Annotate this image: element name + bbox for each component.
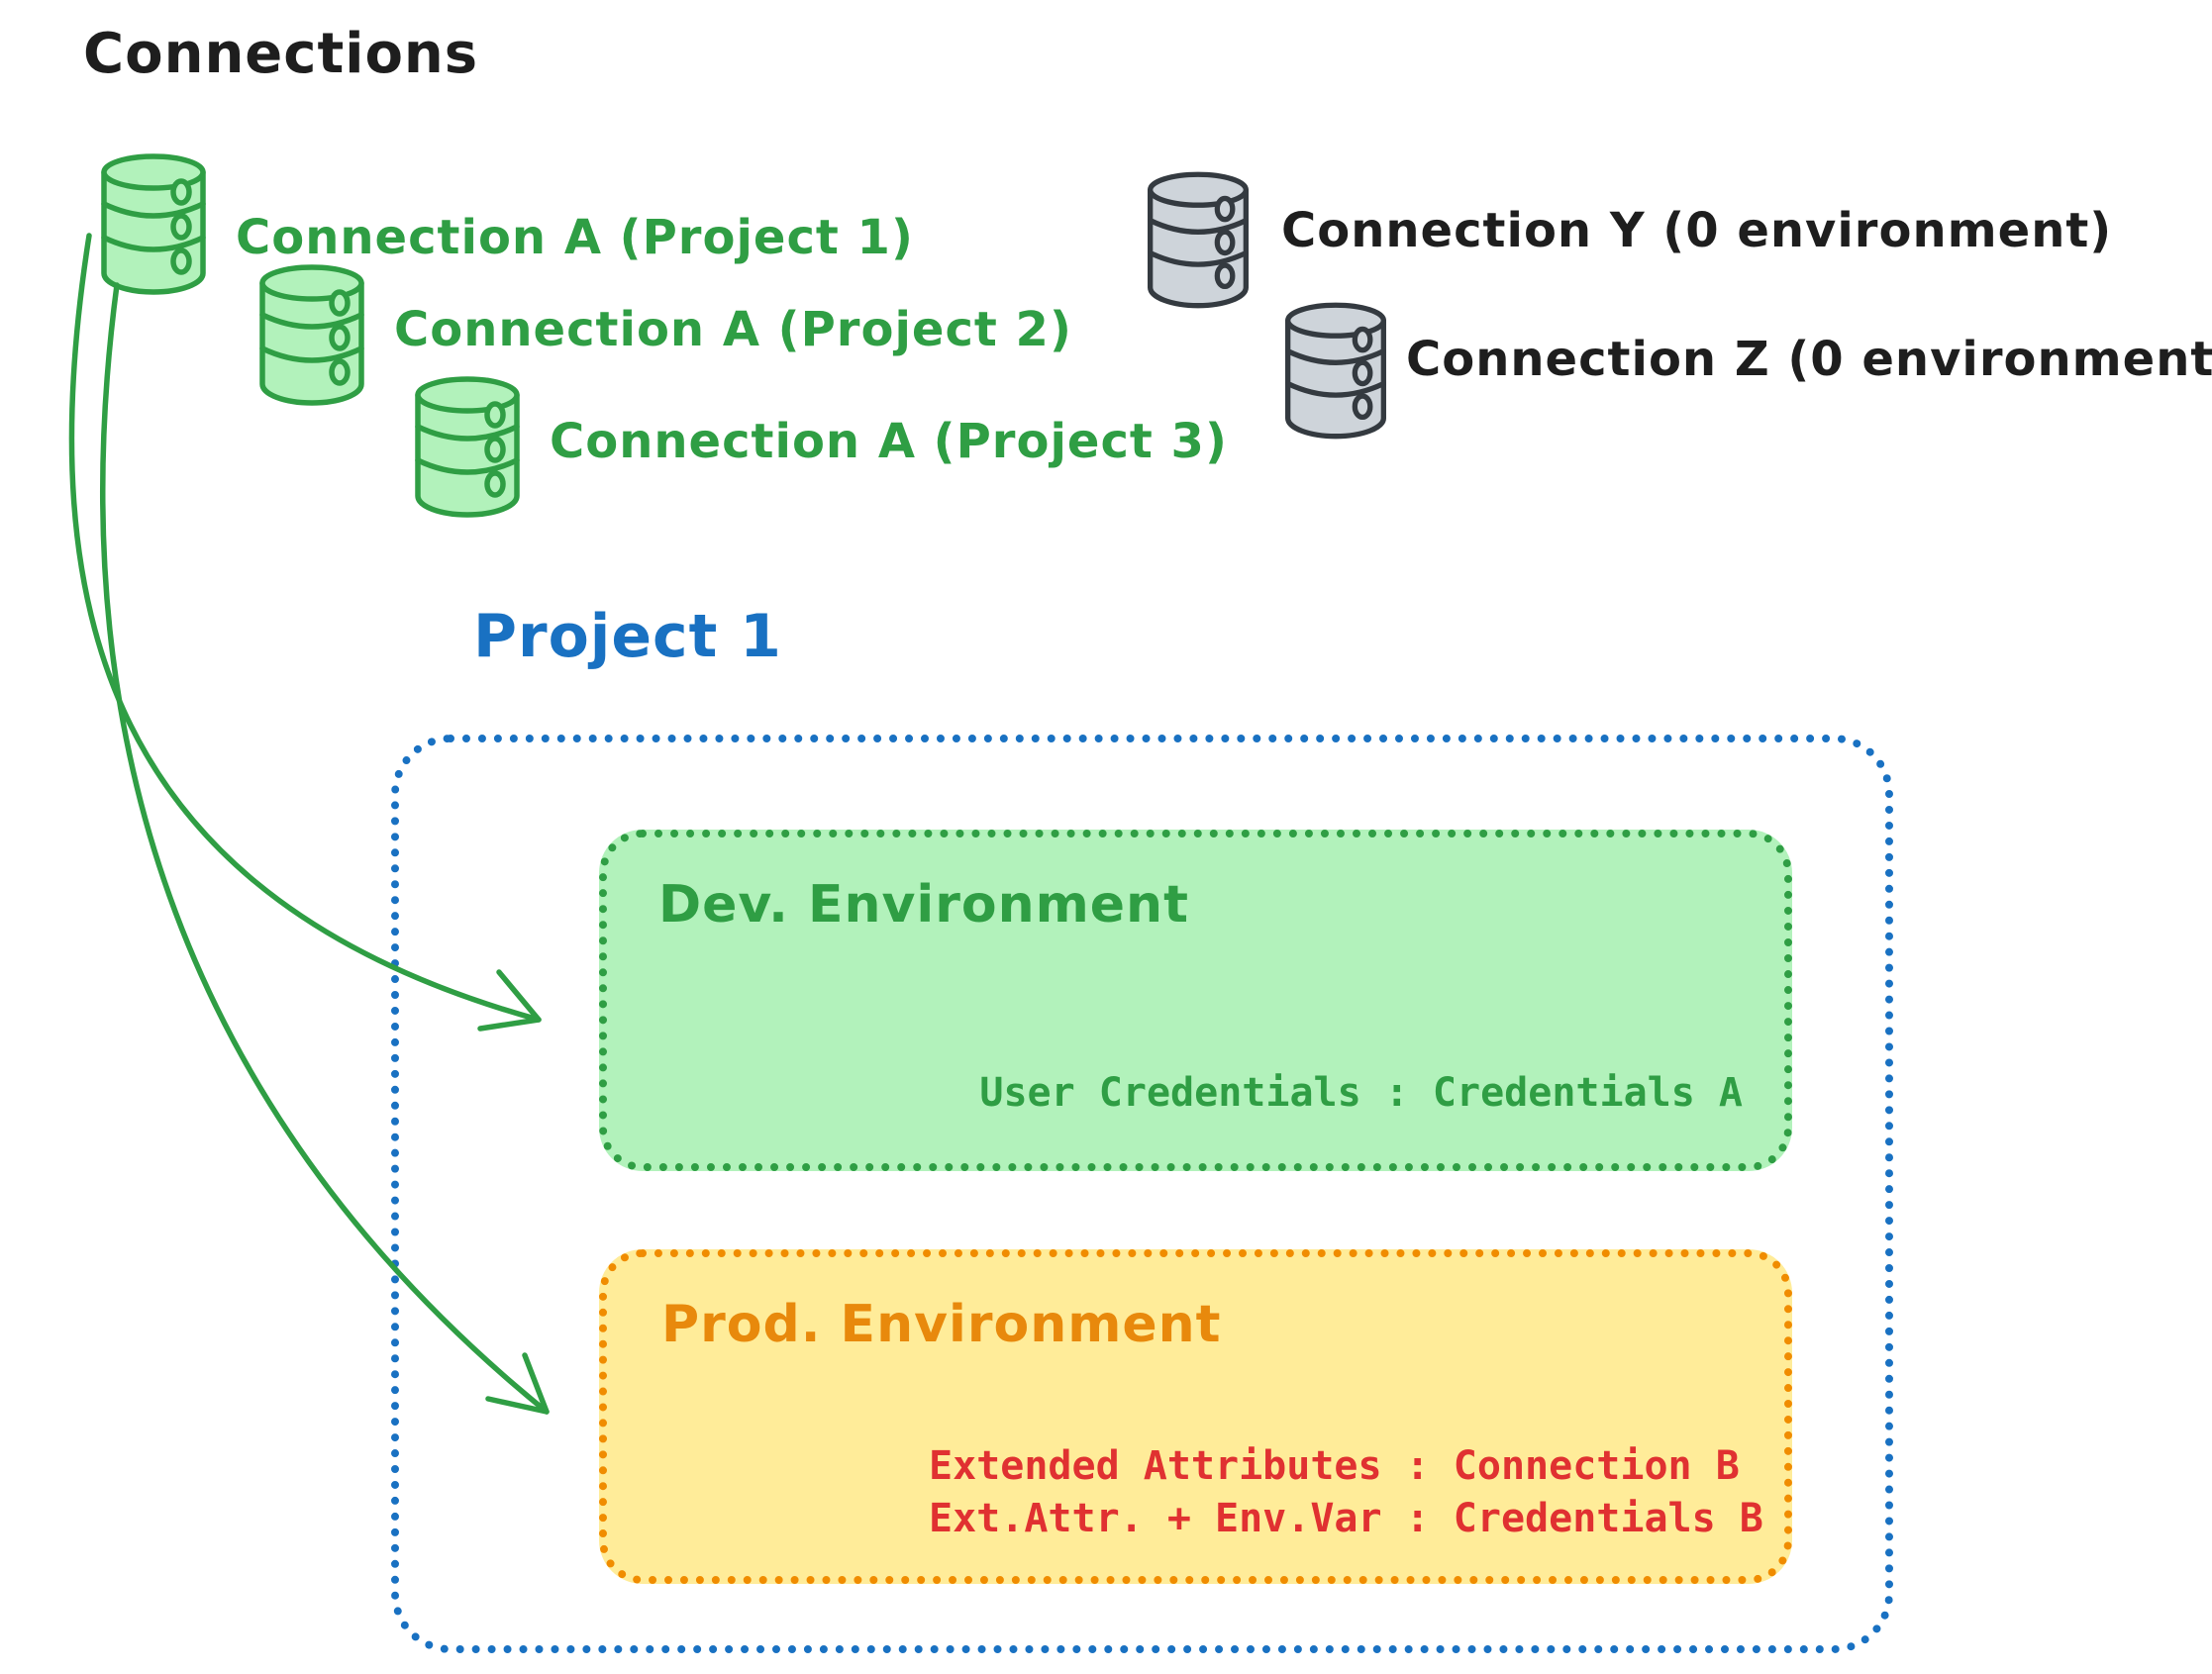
prod-extattr-envvar-annotation: Ext.Attr. + Env.Var : Credentials B — [929, 1496, 1763, 1541]
database-icon-connection-a-project-2 — [252, 259, 371, 410]
dev-credentials-annotation: User Credentials : Credentials A — [979, 1070, 1743, 1116]
prod-environment-title: Prod. Environment — [661, 1295, 1222, 1354]
dev-environment-title: Dev. Environment — [658, 875, 1189, 935]
label-connection-a-project-1: Connection A (Project 1) — [236, 210, 914, 265]
prod-environment-box: Prod. Environment Extended Attributes : … — [599, 1249, 1792, 1584]
database-icon-connection-y — [1141, 166, 1256, 313]
dev-environment-box: Dev. Environment User Credentials : Cred… — [599, 830, 1792, 1171]
project-1-title: Project 1 — [473, 602, 782, 671]
database-icon-connection-a-project-1 — [94, 148, 213, 299]
database-icon-connection-z — [1278, 297, 1393, 443]
database-icon-connection-a-project-3 — [408, 371, 527, 522]
page-title: Connections — [83, 22, 479, 86]
label-connection-z: Connection Z (0 environment) — [1406, 332, 2212, 387]
prod-extended-attributes-annotation: Extended Attributes : Connection B — [929, 1443, 1740, 1489]
label-connection-a-project-2: Connection A (Project 2) — [394, 302, 1072, 357]
label-connection-a-project-3: Connection A (Project 3) — [550, 414, 1228, 469]
label-connection-y: Connection Y (0 environment) — [1281, 203, 2113, 258]
